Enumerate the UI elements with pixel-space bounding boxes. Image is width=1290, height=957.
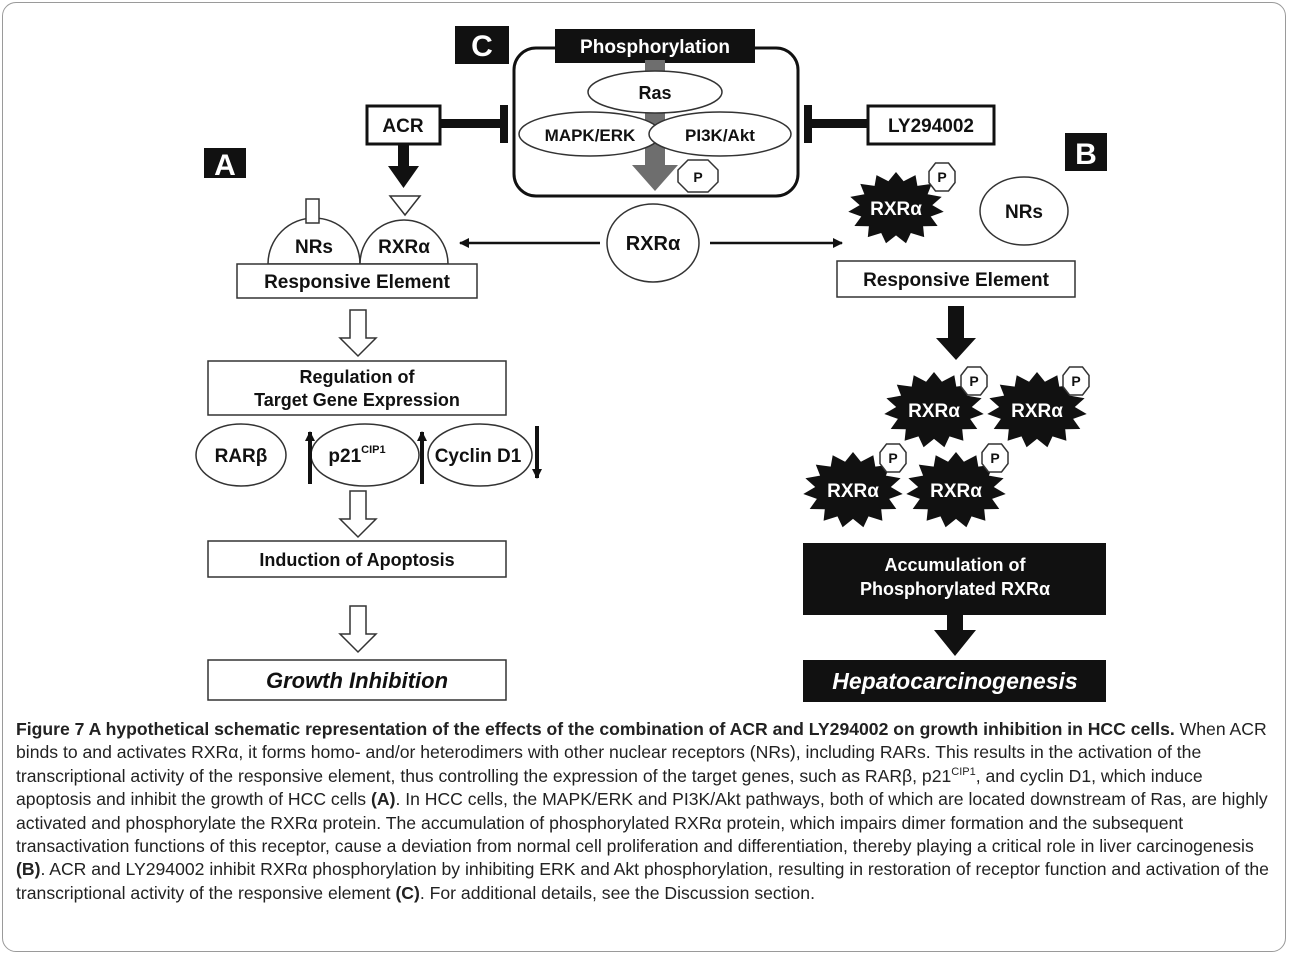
caption-superscript: CIP1 [951,765,976,778]
phosphorylated-rxra-label: RXRα [827,481,879,502]
caption-text-2: , and cyclin D1, which induce apoptosis … [16,765,1203,810]
nrs-ligand-site [305,198,320,224]
black-arrow-1 [936,306,976,360]
hepatocarcinogenesis-label: Hepatocarcinogenesis [832,668,1077,694]
ras-node [587,70,723,114]
hollow-arrow-2 [338,490,378,539]
phospho-badge [928,162,956,192]
rxra-center-node [606,203,700,283]
p21-text: p21CIP1 [328,444,385,467]
regulation-box [207,360,507,416]
acr-box [365,104,442,146]
hollow-arrow-1 [338,309,378,358]
phospho-badge-c-label: P [693,169,702,185]
panel-a-badge [204,148,246,178]
p21-superscript: CIP1 [361,444,385,456]
phosphorylation-header [555,29,755,63]
rxra-center-label: RXRα [626,233,681,255]
caption-text-1: When ACR binds to and activates RXRα, it… [16,719,1267,786]
rarb-node [195,423,287,487]
acr-label: ACR [382,116,423,137]
schematic-diagram: Phosphorylation Ras MAPK/ERK PI3K/Akt P … [195,26,1107,702]
ly294002-label: LY294002 [888,116,974,137]
pi3k-akt-label: PI3K/Akt [685,126,755,145]
caption-title: Figure 7 A hypothetical schematic repres… [16,719,1175,739]
figure-caption: Figure 7 A hypothetical schematic repres… [16,718,1274,905]
responsive-element-b-label: Responsive Element [863,270,1050,291]
caption-ref-a: (A) [371,789,396,810]
responsive-element-a [236,263,478,299]
rxra-ligand-site [388,195,422,217]
p21-label: p21 [328,446,361,467]
phospho-badge-c [677,159,719,193]
accumulation-box [803,543,1106,615]
phospho-badge [960,366,988,396]
responsive-element-b [836,260,1076,298]
phospho-badge-label: P [969,373,978,389]
caption-text-4: . ACR and LY294002 inhibit RXRα phosphor… [16,859,1269,903]
accumulation-line1: Accumulation of [884,555,1026,575]
nrs-node-b [979,176,1069,246]
panel-b-letter: B [1075,138,1097,171]
phospho-badge-label: P [990,450,999,466]
rarb-label: RARβ [215,446,268,467]
rxra-receptor-a [359,219,449,265]
panel-a-letter: A [214,149,236,182]
phospho-badge [879,443,907,473]
phosphorylated-rxra-label: RXRα [1011,401,1063,422]
phosphorylated-rxra-star [848,172,944,244]
caption-ref-b: (B) [16,859,41,880]
phosphorylated-rxra-label: RXRα [930,481,982,502]
ras-label: Ras [638,83,671,103]
hepatocarcinogenesis-box [803,660,1106,702]
caption-text-5: . For additional details, see the Discus… [419,882,815,903]
apoptosis-label: Induction of Apoptosis [259,550,454,570]
ly-inhibit-line [812,119,868,128]
ly-inhibit-bar [804,105,812,143]
phosphorylated-rxra-star [906,452,1006,528]
nrs-label-a: NRs [295,237,333,258]
cyclin-d1-label: Cyclin D1 [435,446,522,467]
phospho-badge [1062,366,1090,396]
acr-inhibit-line [440,119,502,128]
panel-c-letter: C [471,30,493,63]
phospho-badge-label: P [1071,373,1080,389]
phosphorylated-rxra-star [987,372,1087,448]
ly294002-box [866,104,996,146]
panel-b-badge [1065,133,1107,171]
nrs-label-b: NRs [1005,202,1043,223]
phosphorylation-label: Phosphorylation [580,37,730,58]
phospho-badge [981,443,1009,473]
regulation-line1: Regulation of [300,367,416,387]
black-arrow-2 [934,610,976,656]
accumulation-line2: Phosphorylated RXRα [860,579,1050,599]
mapk-erk-label: MAPK/ERK [545,126,636,145]
hollow-arrow-3 [338,605,378,654]
phosphorylated-rxra-label: RXRα [870,199,922,220]
phosphorylated-rxra-star [884,372,984,448]
panel-c-badge [455,26,509,64]
apoptosis-box [207,540,507,578]
phosphorylated-rxra-star [803,452,903,528]
growth-inhibition-box [207,659,507,701]
pi3k-akt-node [648,111,792,157]
regulation-line2: Target Gene Expression [254,390,460,410]
phosphorylated-rxra-label: RXRα [908,401,960,422]
phospho-badge-label: P [937,169,946,185]
phospho-badge-label: P [888,450,897,466]
growth-inhibition-label: Growth Inhibition [266,668,448,693]
rxra-label-a: RXRα [378,237,430,258]
responsive-element-a-label: Responsive Element [264,272,451,293]
cyclin-d1-node [427,423,533,487]
acr-activation-arrow [388,144,419,188]
caption-ref-c: (C) [395,882,420,903]
acr-inhibit-bar [500,105,508,143]
caption-text-3: . In HCC cells, the MAPK/ERK and PI3K/Ak… [16,789,1268,857]
